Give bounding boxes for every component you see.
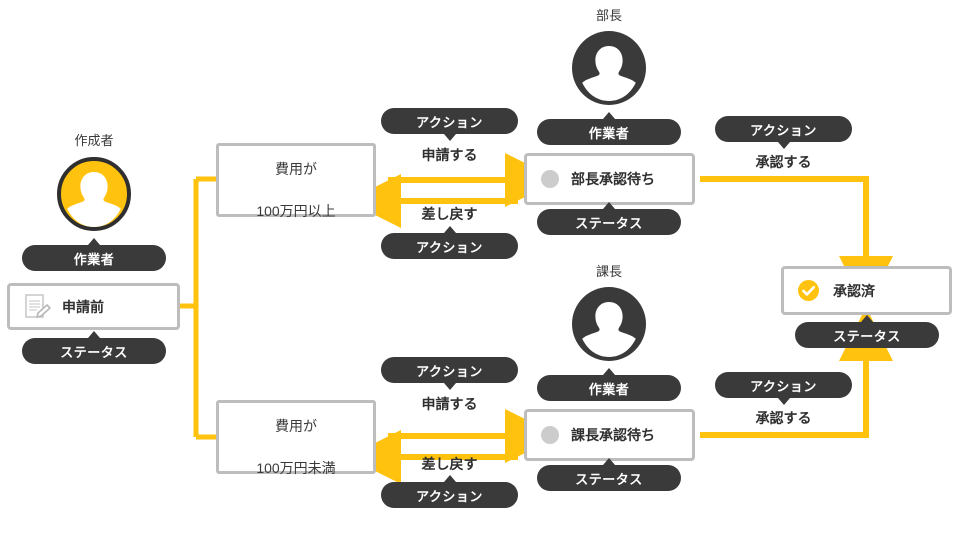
action-pill-apply-high: アクション (381, 108, 518, 141)
status-pill-wait-bucho: ステータス (537, 202, 681, 235)
action-pill-apply-low: アクション (381, 357, 518, 390)
status-pill-approved: ステータス (795, 315, 939, 348)
status-pill-wait-kacho: ステータス (537, 458, 681, 491)
role-pill-bucho: 作業者 (537, 112, 681, 145)
actor-caption-kacho: 課長 (595, 264, 622, 279)
transition-label-return-high: 差し戻す (421, 206, 478, 222)
gray-dot-icon (541, 426, 559, 444)
decision-line1: 費用が (274, 161, 317, 177)
decision-line1-low: 費用が (274, 418, 317, 434)
document-pencil-icon (22, 292, 52, 322)
decision-node-cost-high: 費用が 100万円以上 (216, 143, 376, 219)
action-pill-return-high: アクション (381, 226, 518, 259)
transition-label-apply-low: 申請する (421, 396, 478, 412)
transition-label-approve-low: 承認する (755, 410, 812, 426)
status-pill-before-apply: ステータス (22, 331, 166, 364)
role-pill-kacho: 作業者 (537, 368, 681, 401)
status-node-before-apply[interactable]: 申請前 (7, 283, 180, 330)
transition-label-apply-high: 申請する (421, 147, 478, 163)
status-label-wait-kacho: 課長承認待ち (571, 427, 655, 443)
status-label-approved: 承認済 (833, 282, 875, 299)
actor-caption-creator: 作成者 (74, 133, 114, 148)
avatar-bucho (570, 29, 648, 107)
decision-node-cost-low: 費用が 100万円未満 (216, 400, 376, 476)
decision-text-cost-low: 費用が 100万円未満 (256, 395, 335, 479)
status-node-wait-kacho[interactable]: 課長承認待ち (524, 409, 695, 461)
check-circle-icon (798, 280, 819, 301)
status-node-wait-bucho[interactable]: 部長承認待ち (524, 153, 695, 205)
gray-dot-icon (541, 170, 559, 188)
status-label-wait-bucho: 部長承認待ち (571, 171, 655, 187)
actor-caption-bucho: 部長 (595, 8, 622, 23)
status-label-before-apply: 申請前 (62, 298, 104, 315)
decision-text-cost-high: 費用が 100万円以上 (256, 138, 335, 222)
avatar-kacho (570, 285, 648, 363)
transition-label-approve-high: 承認する (755, 154, 812, 170)
action-pill-approve-high: アクション (715, 116, 852, 149)
role-pill-creator: 作業者 (22, 238, 166, 271)
decision-line2-low: 100万円未満 (256, 460, 336, 476)
action-pill-return-low: アクション (381, 475, 518, 508)
avatar-creator (55, 155, 133, 233)
transition-label-return-low: 差し戻す (421, 456, 478, 472)
connector-fork-from-before-apply (180, 176, 216, 440)
action-pill-approve-low: アクション (715, 372, 852, 405)
decision-line2: 100万円以上 (256, 203, 336, 219)
status-node-approved[interactable]: 承認済 (781, 266, 952, 315)
arrow-approve-high (700, 176, 893, 310)
